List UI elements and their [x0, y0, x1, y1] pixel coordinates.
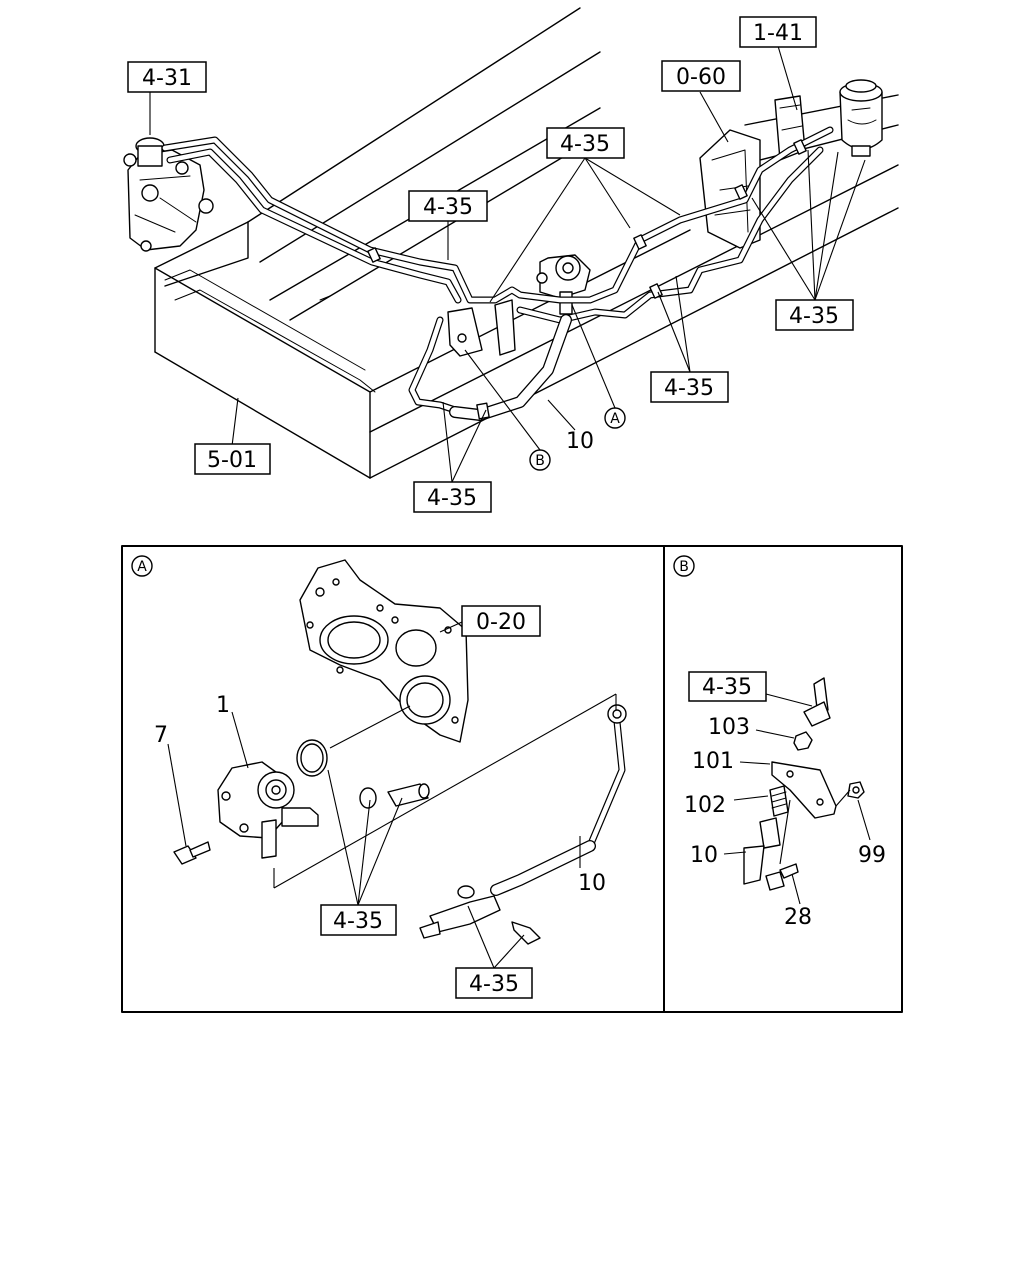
- steering-gear: [123, 137, 214, 252]
- bracket-part-101: [771, 761, 837, 819]
- detail-a-leaders: [167, 621, 581, 969]
- part-number-10-top: 10: [566, 429, 594, 454]
- detail-a: A: [131, 555, 627, 999]
- bolt-part-28: [765, 863, 799, 891]
- svg-text:4-31: 4-31: [142, 66, 192, 91]
- svg-text:B: B: [679, 559, 689, 575]
- svg-text:4-35: 4-35: [702, 675, 752, 700]
- chassis-frame: [154, 7, 899, 479]
- part-number-103: 103: [708, 715, 750, 740]
- return-hose: [408, 314, 572, 421]
- svg-text:0-60: 0-60: [676, 65, 726, 90]
- seal-pieces: [359, 783, 430, 809]
- nut-part-103: [793, 731, 813, 751]
- top-leader-lines: [149, 45, 866, 483]
- pump-bracket-upper: [699, 95, 806, 249]
- detail-b-callout[interactable]: B: [673, 555, 695, 577]
- part-number-1: 1: [216, 693, 230, 718]
- svg-text:4-35: 4-35: [427, 486, 477, 511]
- ref-4-35-b[interactable]: 4-35: [688, 671, 767, 702]
- oil-pump-top: [536, 254, 591, 315]
- bracket-b-top: [447, 299, 516, 357]
- svg-text:0-20: 0-20: [476, 610, 526, 635]
- part-number-101: 101: [692, 749, 734, 774]
- detail-b: B: [673, 555, 886, 930]
- svg-text:A: A: [610, 411, 620, 427]
- gear-case-cover: [299, 559, 469, 743]
- ref-4-35-right[interactable]: 4-35: [775, 299, 854, 331]
- ref-4-31[interactable]: 4-31: [127, 61, 207, 93]
- pipe-end: [803, 677, 831, 727]
- callout-a-top[interactable]: A: [604, 407, 626, 429]
- svg-text:A: A: [137, 559, 147, 575]
- svg-text:B: B: [535, 453, 545, 469]
- ref-5-01[interactable]: 5-01: [194, 443, 271, 475]
- hose-part-10-detail-b: [743, 817, 781, 885]
- svg-text:4-35: 4-35: [423, 195, 473, 220]
- ref-4-35-upper-left[interactable]: 4-35: [408, 190, 488, 222]
- reservoir-tank: [839, 79, 883, 157]
- callout-b-top[interactable]: B: [529, 449, 551, 471]
- svg-text:1-41: 1-41: [753, 21, 803, 46]
- svg-text:5-01: 5-01: [207, 448, 257, 473]
- ref-1-41[interactable]: 1-41: [739, 16, 817, 48]
- detail-panel: [121, 545, 903, 1013]
- top-assembly: 4-31 1-41 0-60 4-35 4-35 4-35 4-35 4-35: [123, 7, 899, 513]
- pressure-pipes: [161, 126, 834, 324]
- svg-text:4-35: 4-35: [664, 376, 714, 401]
- o-ring: [296, 739, 328, 777]
- ref-0-60[interactable]: 0-60: [661, 60, 741, 92]
- ref-4-35-bottom[interactable]: 4-35: [413, 481, 492, 513]
- svg-text:4-35: 4-35: [560, 132, 610, 157]
- part-number-10-detail-b: 10: [690, 843, 718, 868]
- detail-a-callout[interactable]: A: [131, 555, 153, 577]
- detail-a-union: [419, 885, 541, 945]
- part-number-99: 99: [858, 843, 886, 868]
- part-number-7: 7: [154, 723, 168, 748]
- ref-4-35-mid-right[interactable]: 4-35: [650, 371, 729, 403]
- nut-part-99: [847, 781, 865, 799]
- ref-0-20[interactable]: 0-20: [461, 605, 541, 637]
- ref-4-35-a-left[interactable]: 4-35: [320, 904, 397, 936]
- detail-a-guide-lines: [273, 693, 617, 889]
- svg-text:4-35: 4-35: [789, 304, 839, 329]
- detail-a-pipe: [490, 704, 627, 896]
- part-number-28: 28: [784, 905, 812, 930]
- pump-part-1: [217, 761, 319, 859]
- ref-4-35-a-bottom[interactable]: 4-35: [455, 967, 533, 999]
- detail-b-leaders: [723, 693, 871, 905]
- part-number-10-detail-a: 10: [578, 871, 606, 896]
- ref-4-35-top-center[interactable]: 4-35: [546, 127, 625, 159]
- svg-text:4-35: 4-35: [333, 909, 383, 934]
- bolt-part-7: [173, 841, 211, 865]
- svg-text:4-35: 4-35: [469, 972, 519, 997]
- part-number-102: 102: [684, 793, 726, 818]
- connector-part-102: [769, 785, 789, 817]
